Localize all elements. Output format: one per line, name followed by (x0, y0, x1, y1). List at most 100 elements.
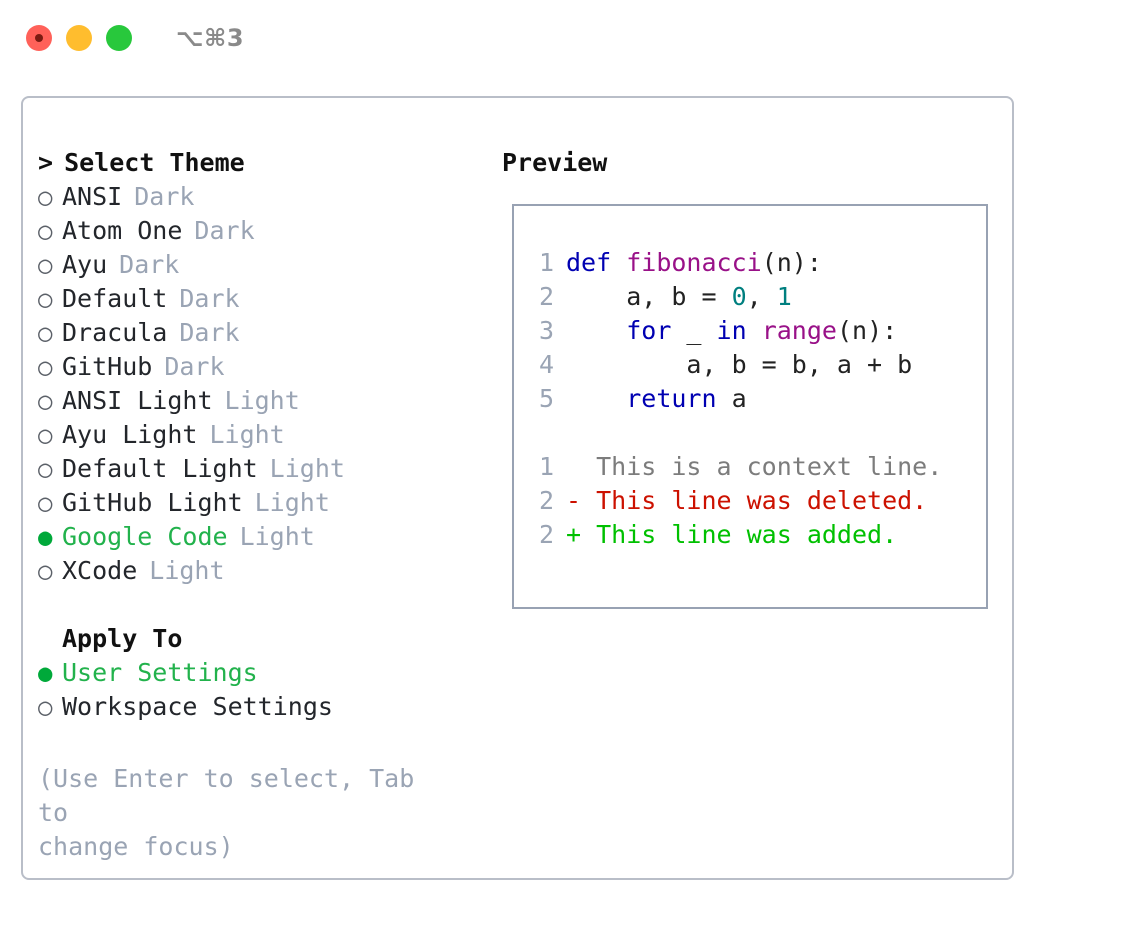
code-line-number: 2 (538, 282, 554, 311)
theme-list-item[interactable]: ○ Dracula Dark (38, 316, 498, 350)
code-line: 3 for _ in range(n): (532, 314, 978, 348)
code-line: 4 a, b = b, a + b (532, 348, 978, 382)
code-token-plain: a, b = b, a + b (566, 350, 913, 379)
theme-list-item[interactable]: ○ Atom One Dark (38, 214, 498, 248)
code-diff-separator (532, 416, 978, 450)
diff-line-number: 1 (538, 452, 554, 481)
theme-variant-label: Dark (179, 284, 240, 313)
maximize-window-button[interactable] (106, 25, 132, 51)
theme-name: GitHub (62, 352, 153, 381)
radio-unselected-icon[interactable]: ○ (38, 251, 53, 279)
hint-line-2: change focus) (38, 832, 234, 861)
code-token-plain: a, b = (566, 282, 732, 311)
theme-list-item[interactable]: ● Google Code Light (38, 520, 498, 554)
radio-unselected-icon[interactable]: ○ (38, 353, 53, 381)
code-token-plain: a (716, 384, 747, 413)
keyboard-hint: (Use Enter to select, Tab to change focu… (38, 762, 458, 864)
theme-variant-label: Light (224, 386, 300, 415)
theme-variant-label: Light (269, 454, 345, 483)
apply-to-item[interactable]: ● User Settings (38, 656, 498, 690)
code-line: 2 a, b = 0, 1 (532, 280, 978, 314)
theme-list-item[interactable]: ○ Ayu Dark (38, 248, 498, 282)
theme-name: Default Light (62, 454, 258, 483)
code-line-text: def fibonacci(n): (566, 246, 822, 280)
keyboard-shortcut-label: ⌥⌘3 (176, 24, 245, 52)
diff-line-number: 2 (538, 486, 554, 515)
theme-variant-label: Light (149, 556, 225, 585)
theme-variant-label: Dark (194, 216, 255, 245)
code-line-number: 5 (538, 384, 554, 413)
diff-line-text: This line was added. (596, 520, 898, 549)
theme-name: Default (62, 284, 168, 313)
theme-name: Ayu (62, 250, 108, 279)
radio-unselected-icon[interactable]: ○ (38, 217, 53, 245)
code-token-kw: in (716, 316, 747, 345)
theme-name: ANSI Light (62, 386, 213, 415)
apply-to-list: ● User Settings ○ Workspace Settings (38, 656, 498, 724)
list-spacer (38, 588, 498, 622)
radio-selected-icon[interactable]: ● (38, 523, 53, 551)
minimize-window-button[interactable] (66, 25, 92, 51)
code-token-plain (566, 316, 626, 345)
theme-name: Dracula (62, 318, 168, 347)
apply-to-label: User Settings (62, 658, 258, 687)
radio-unselected-icon[interactable]: ○ (38, 285, 53, 313)
close-window-button[interactable] (26, 25, 52, 51)
code-line-text: a, b = 0, 1 (566, 280, 792, 314)
radio-unselected-icon[interactable]: ○ (38, 489, 53, 517)
theme-list-item[interactable]: ○ Default Light Light (38, 452, 498, 486)
radio-unselected-icon[interactable]: ○ (38, 387, 53, 415)
theme-list-item[interactable]: ○ GitHub Dark (38, 350, 498, 384)
apply-to-item[interactable]: ○ Workspace Settings (38, 690, 498, 724)
code-token-fn: range (761, 316, 837, 345)
theme-name: Atom One (62, 216, 183, 245)
code-token-plain (566, 384, 626, 413)
preview-title: Preview (502, 148, 608, 177)
diff-line: 2 + This line was added. (532, 518, 978, 552)
titlebar: ⌥⌘3 (0, 0, 1140, 76)
diff-line-text: This is a context line. (596, 452, 943, 481)
radio-unselected-icon[interactable]: ○ (38, 183, 53, 211)
theme-variant-label: Dark (134, 182, 195, 211)
select-theme-header: > Select Theme (38, 146, 498, 180)
diff-sample: 1 This is a context line.2- This line wa… (532, 450, 978, 552)
diff-marker-add: + (566, 520, 597, 549)
code-line: 5 return a (532, 382, 978, 416)
diff-line-number: 2 (538, 520, 554, 549)
radio-selected-icon[interactable]: ● (38, 659, 53, 687)
radio-unselected-icon[interactable]: ○ (38, 455, 53, 483)
code-token-kw: def (566, 248, 627, 277)
theme-list-item[interactable]: ○ ANSI Light Light (38, 384, 498, 418)
section-title: Select Theme (64, 148, 245, 177)
theme-list-item[interactable]: ○ Default Dark (38, 282, 498, 316)
theme-variant-label: Dark (164, 352, 225, 381)
code-line-number: 1 (538, 248, 554, 277)
radio-unselected-icon[interactable]: ○ (38, 557, 53, 585)
theme-variant-label: Light (239, 522, 315, 551)
theme-variant-label: Dark (179, 318, 240, 347)
theme-list-item[interactable]: ○ XCode Light (38, 554, 498, 588)
diff-line-text: This line was deleted. (596, 486, 928, 515)
diff-line: 1 This is a context line. (532, 450, 978, 484)
code-token-kw: for (626, 316, 672, 345)
code-token-kw: return (626, 384, 717, 413)
radio-unselected-icon[interactable]: ○ (38, 693, 53, 721)
radio-unselected-icon[interactable]: ○ (38, 421, 53, 449)
radio-unselected-icon[interactable]: ○ (38, 319, 53, 347)
theme-name: XCode (62, 556, 138, 585)
diff-marker-ctx (566, 450, 596, 484)
apply-to-label: Workspace Settings (62, 692, 333, 721)
theme-variant-label: Dark (119, 250, 180, 279)
theme-name: Google Code (62, 522, 228, 551)
code-line-number: 4 (538, 350, 554, 379)
preview-column: Preview (502, 146, 992, 180)
